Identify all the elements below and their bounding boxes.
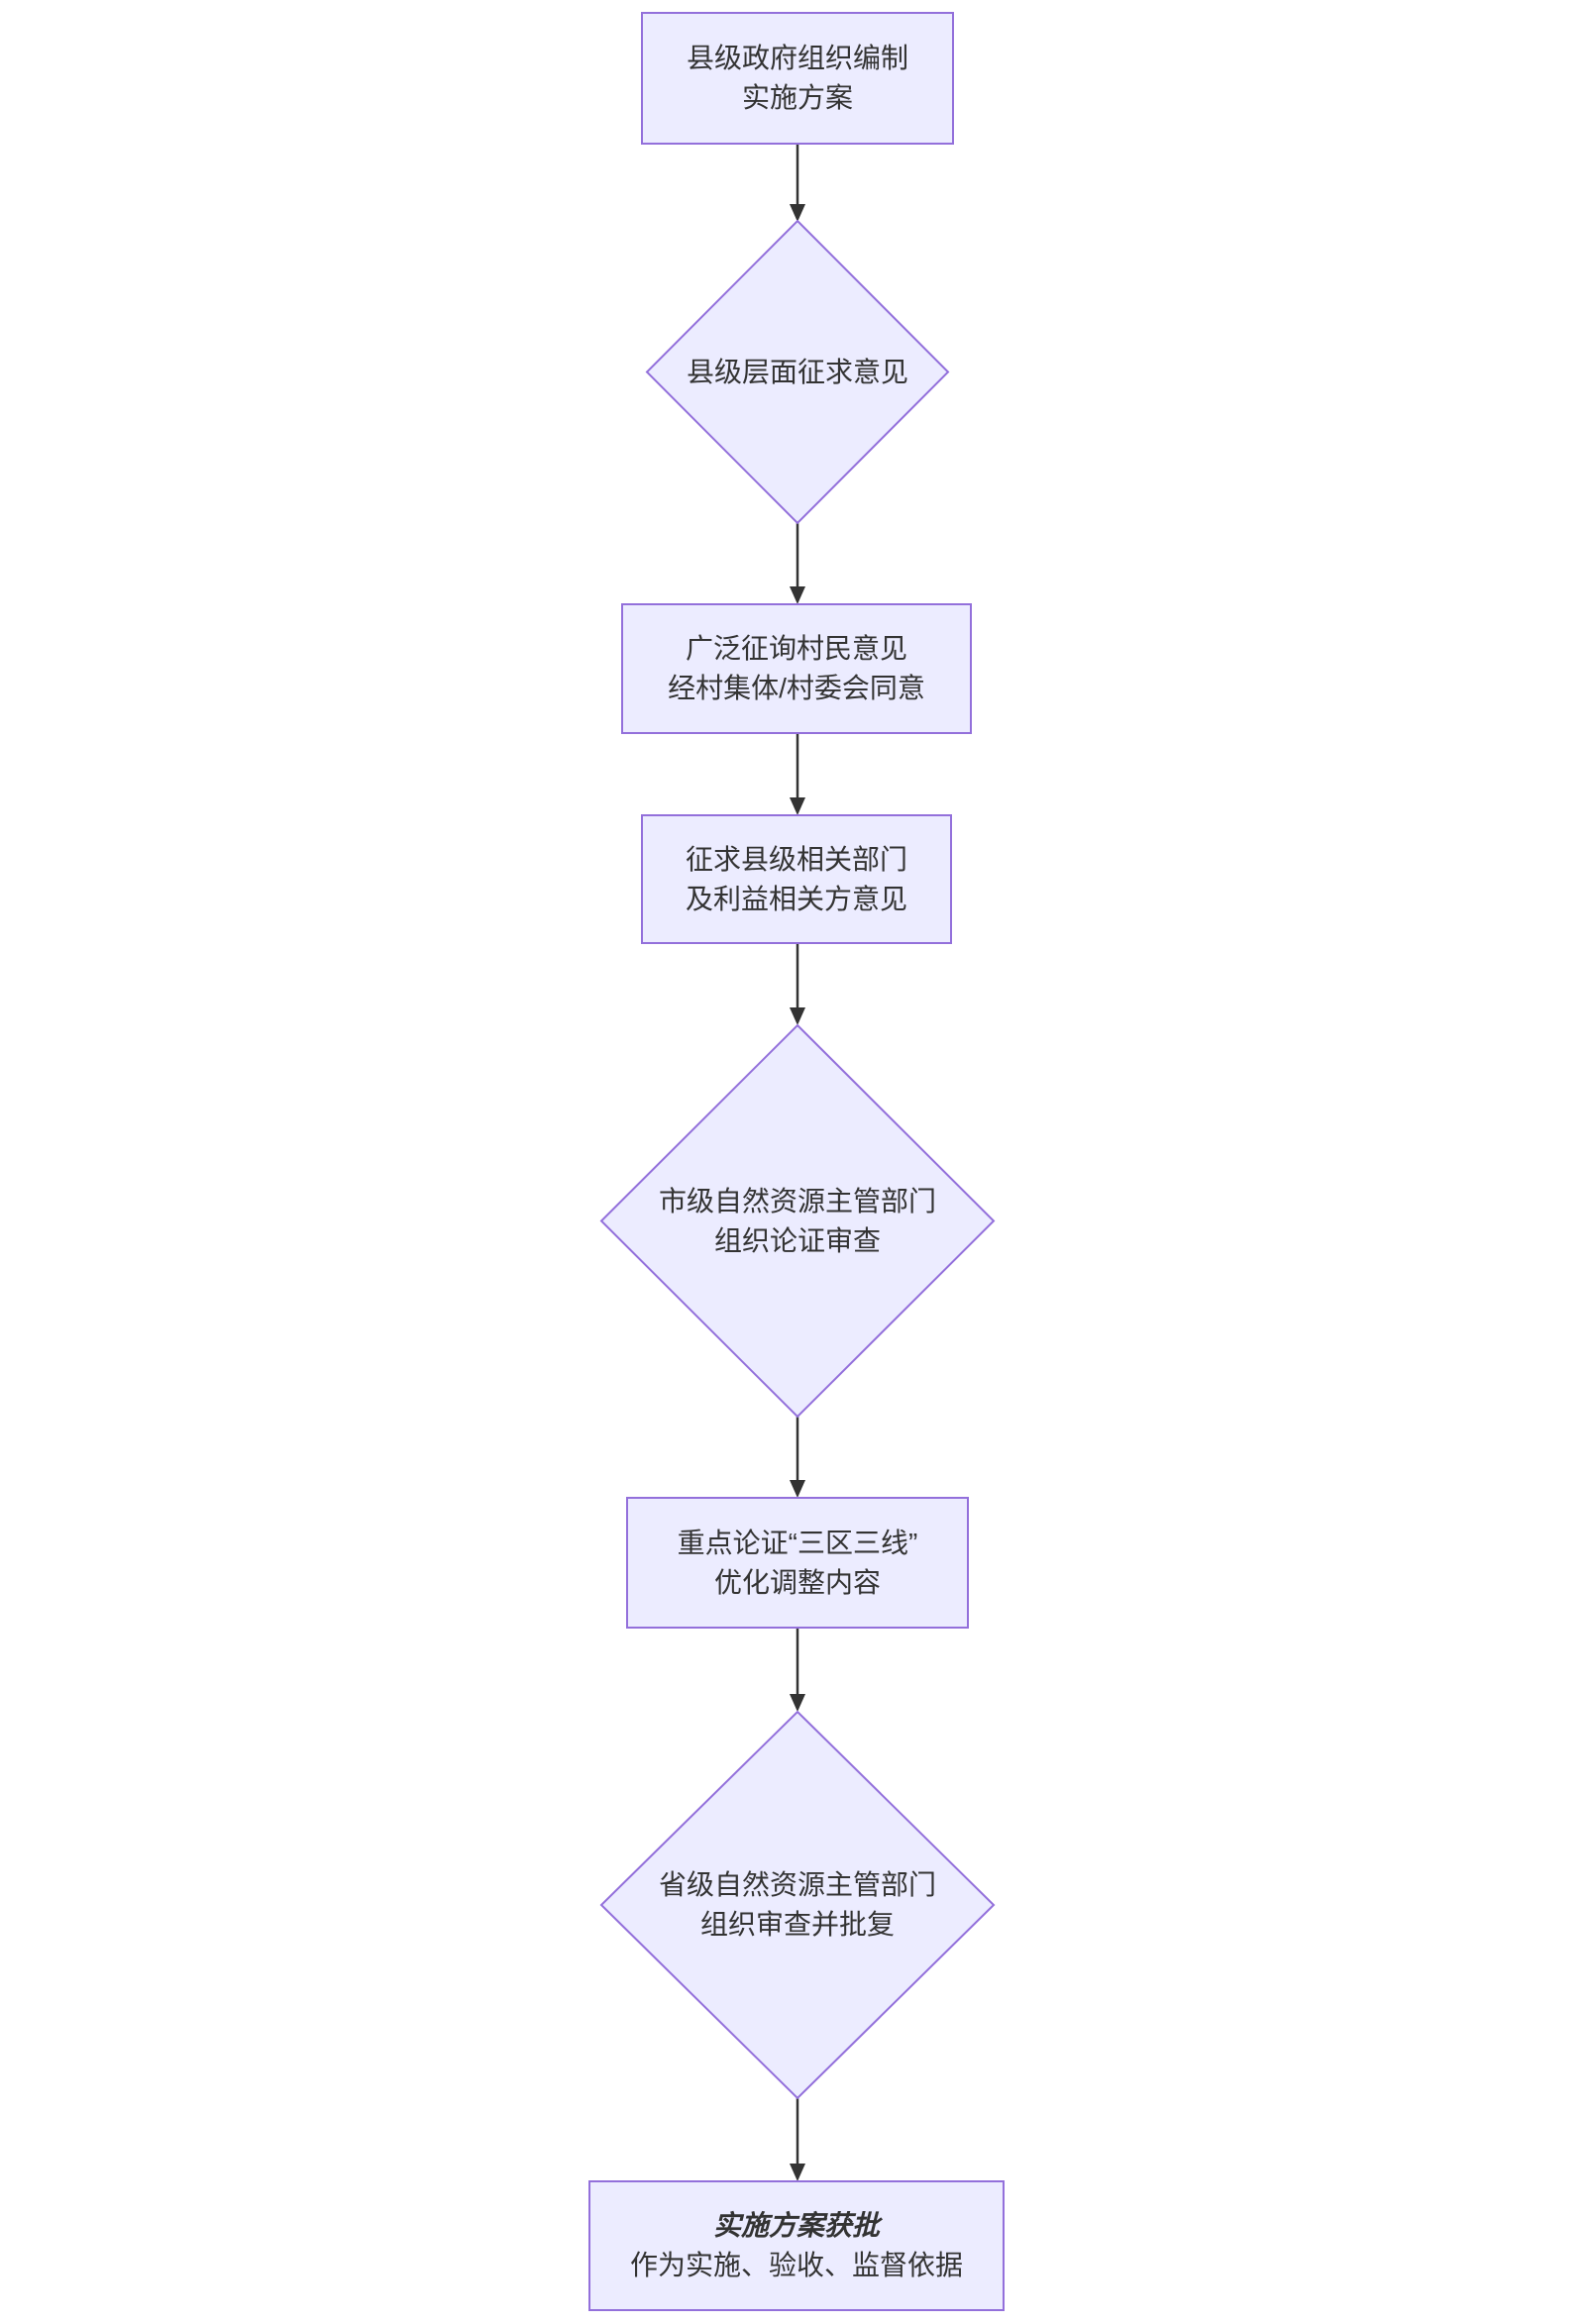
edge-a-b	[790, 144, 805, 222]
arrowhead-icon	[790, 1007, 805, 1025]
arrowhead-icon	[790, 204, 805, 222]
node-g-shape[interactable]	[599, 1710, 996, 2100]
node-d-shape[interactable]	[641, 814, 952, 944]
edge-e-f	[790, 1417, 805, 1498]
arrowhead-icon	[790, 797, 805, 815]
arrowhead-icon	[790, 2164, 805, 2181]
edge-g-h	[790, 2098, 805, 2181]
node-e-shape[interactable]	[599, 1023, 996, 1419]
node-f-shape[interactable]	[626, 1497, 969, 1629]
edge-d-e	[790, 943, 805, 1025]
node-b-shape[interactable]	[645, 219, 950, 525]
arrowhead-icon	[790, 1480, 805, 1498]
edge-c-d	[790, 733, 805, 815]
edge-b-c	[790, 523, 805, 604]
node-h-shape[interactable]	[588, 2180, 1005, 2311]
node-a-shape[interactable]	[641, 12, 954, 145]
edge-f-g	[790, 1628, 805, 1712]
arrowhead-icon	[790, 586, 805, 604]
node-c-shape[interactable]	[621, 603, 972, 734]
arrowhead-icon	[790, 1694, 805, 1712]
